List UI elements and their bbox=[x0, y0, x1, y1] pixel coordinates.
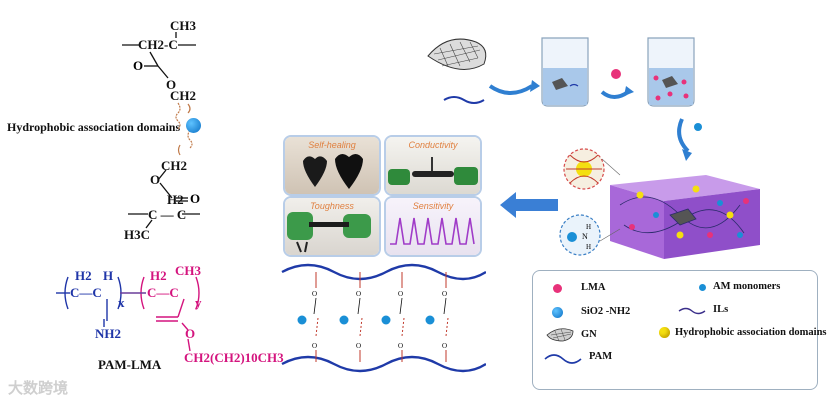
h2-bottom: H2 bbox=[167, 192, 184, 207]
result-arrow-icon bbox=[500, 192, 558, 218]
svg-text:O: O bbox=[442, 290, 447, 298]
sio2-legend-icon bbox=[552, 307, 563, 318]
watermark: 大数跨境 bbox=[8, 379, 69, 397]
h3c-bottom: H3C bbox=[124, 227, 150, 242]
svg-text:N: N bbox=[582, 232, 588, 241]
h2-left: H2 bbox=[75, 268, 92, 283]
legend-lma: LMA bbox=[581, 282, 606, 293]
lma-bonds: O O bbox=[122, 32, 200, 229]
arrow-2-icon bbox=[600, 90, 630, 99]
svg-text:O: O bbox=[356, 342, 361, 350]
hydrogel-block bbox=[610, 175, 760, 259]
legend-ils: ILs bbox=[713, 304, 729, 315]
hbond-unit-4: O O bbox=[425, 272, 449, 362]
legend-gn: GN bbox=[581, 329, 597, 340]
svg-text:O: O bbox=[312, 342, 317, 350]
ch3-pink: CH3 bbox=[175, 263, 201, 278]
ch3-top: CH3 bbox=[170, 18, 196, 33]
pam-chain-icon bbox=[443, 96, 485, 104]
legend: LMA AM monomers SiO2 -NH2 ILs GN Hydroph… bbox=[532, 270, 827, 390]
bottom-polymer-chain bbox=[281, 355, 486, 373]
main-chain-left: C—C bbox=[70, 285, 102, 300]
legend-pam: PAM bbox=[589, 351, 613, 362]
side-chain: CH2(CH2)10CH3 bbox=[184, 350, 284, 365]
h2-right: H2 bbox=[150, 268, 167, 283]
am-legend-icon bbox=[699, 284, 706, 291]
ch2-c-top: CH2-C bbox=[138, 37, 178, 52]
ils-legend-icon bbox=[678, 307, 706, 315]
ch2-upper: CH2 bbox=[170, 88, 196, 103]
svg-text:H: H bbox=[586, 223, 591, 231]
legend-hydrophobic: Hydrophobic association domains bbox=[675, 327, 827, 338]
caption-sensitivity: Sensitivity bbox=[412, 201, 454, 211]
toughness-demo bbox=[287, 212, 371, 253]
zoom-insets: N H H bbox=[559, 148, 621, 256]
lma-legend-icon bbox=[553, 284, 562, 293]
lma-ball-icon bbox=[611, 69, 621, 79]
zoom-amine-icon bbox=[559, 214, 601, 256]
conductivity-demo bbox=[388, 157, 478, 185]
caption-self-healing: Self-healing bbox=[308, 140, 356, 150]
arrow-3-icon bbox=[677, 118, 690, 153]
svg-text:O: O bbox=[190, 191, 200, 206]
svg-text:O: O bbox=[442, 342, 447, 350]
copolymer-name: PAM-LMA bbox=[98, 357, 162, 372]
photo-toughness: Toughness bbox=[285, 198, 379, 255]
sensitivity-waveform bbox=[390, 217, 475, 245]
beaker-2-icon bbox=[647, 37, 695, 107]
photo-conductivity: Conductivity bbox=[386, 137, 480, 194]
copolymer-bonds bbox=[56, 276, 200, 352]
arrow-1-icon bbox=[488, 84, 534, 95]
o-top: O bbox=[166, 77, 177, 92]
c-c-bottom: C — C bbox=[148, 207, 187, 222]
caption-conductivity: Conductivity bbox=[408, 140, 458, 150]
svg-text:O: O bbox=[356, 290, 361, 298]
ch2-lower: CH2 bbox=[161, 158, 187, 173]
hbond-network: O O O O O O O O bbox=[281, 263, 486, 373]
o-bottom: O bbox=[150, 172, 161, 187]
svg-text:H: H bbox=[586, 243, 591, 251]
top-polymer-chain bbox=[281, 263, 486, 281]
photo-sensitivity: Sensitivity bbox=[386, 198, 480, 255]
gn-legend-icon bbox=[546, 328, 574, 342]
sio2-dot-icon bbox=[694, 123, 702, 131]
graphene-sheet-icon bbox=[427, 38, 487, 70]
o-pink: O bbox=[185, 326, 196, 341]
legend-am: AM monomers bbox=[713, 281, 781, 292]
svg-text:O: O bbox=[312, 290, 317, 298]
svg-text:O: O bbox=[398, 342, 403, 350]
hbond-unit-1: O O bbox=[297, 272, 319, 362]
svg-text:O: O bbox=[133, 58, 143, 73]
main-chain-right: C—C bbox=[147, 285, 179, 300]
hydrophobic-label: Hydrophobic association domains bbox=[7, 120, 181, 134]
x-sub: x bbox=[118, 295, 125, 310]
caption-toughness: Toughness bbox=[310, 201, 354, 211]
process-flow bbox=[427, 37, 695, 107]
hydrophobic-sphere bbox=[186, 118, 201, 133]
nh2-label: NH2 bbox=[95, 326, 121, 341]
h-label: H bbox=[103, 268, 114, 283]
svg-text:O: O bbox=[398, 290, 403, 298]
heart-shapes bbox=[303, 153, 363, 189]
pam-legend-icon bbox=[544, 354, 582, 364]
down-arrow-group bbox=[677, 118, 702, 161]
hydrophobic-legend-icon bbox=[659, 327, 670, 338]
hbond-unit-3: O O bbox=[381, 272, 405, 362]
hbond-unit-2: O O bbox=[339, 272, 363, 362]
photo-self-healing: Self-healing bbox=[285, 137, 379, 194]
beaker-1-icon bbox=[541, 37, 589, 107]
legend-sio2: SiO2 -NH2 bbox=[581, 306, 631, 317]
